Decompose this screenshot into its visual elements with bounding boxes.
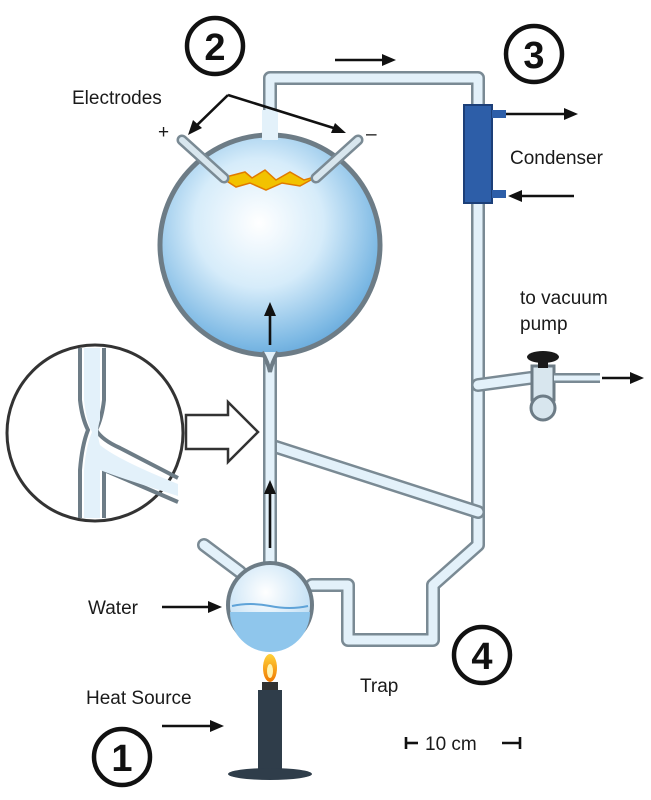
heat-source-label: Heat Source: [86, 688, 192, 709]
water-pointer: [162, 601, 222, 613]
stopcock-valve: [527, 351, 644, 422]
condenser-label: Condenser: [510, 148, 604, 169]
step-4-marker: 4: [451, 624, 513, 686]
plus-sign: +: [158, 122, 169, 143]
step-2-marker: 2: [184, 15, 246, 77]
step-3-marker: 3: [503, 23, 565, 85]
scale-label: 10 cm: [425, 734, 477, 755]
vacuum-label-line2: pump: [520, 314, 568, 335]
step-1-marker: 1: [91, 726, 153, 788]
step-4-number: 4: [471, 636, 492, 678]
step-3-number: 3: [523, 35, 544, 77]
condenser: [463, 104, 578, 204]
burner: [228, 654, 312, 780]
flow-arrow-top: [335, 54, 396, 66]
glass-tubing: [197, 71, 537, 647]
water-label: Water: [88, 598, 139, 619]
flow-arrow-flask: [264, 302, 276, 345]
vacuum-label-line1: to vacuum: [520, 288, 608, 309]
step-1-number: 1: [111, 738, 132, 780]
electrode-pointers: [188, 93, 346, 135]
electrodes: [176, 134, 364, 184]
trap-label: Trap: [360, 676, 398, 697]
flow-arrow-stem: [264, 480, 276, 548]
heat-pointer: [162, 720, 224, 732]
detail-magnifier: [5, 343, 260, 523]
minus-sign: –: [366, 124, 377, 145]
reaction-flask: [157, 110, 383, 373]
step-2-number: 2: [204, 27, 225, 69]
scale-bar: 10 cm: [404, 734, 522, 755]
water-flask: [226, 561, 314, 652]
electrodes-label: Electrodes: [72, 88, 162, 109]
